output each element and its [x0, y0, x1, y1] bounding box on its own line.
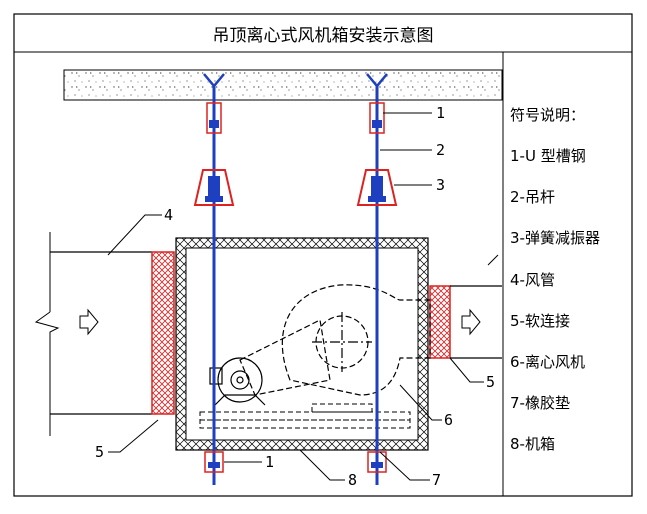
right-soft-connection	[429, 285, 451, 359]
ceiling-slab	[63, 69, 503, 101]
centrifugal-fan	[239, 284, 431, 396]
callout-5-left: 5	[95, 443, 104, 461]
u-channel-bottom-left	[204, 451, 224, 473]
airflow-arrow-left-icon	[79, 308, 99, 336]
legend-item-3: 3-弹簧减振器	[510, 229, 600, 247]
legend-item-7: 7-橡胶垫	[510, 394, 570, 412]
legend-item-8: 8-机箱	[510, 435, 555, 453]
diagram-title: 吊顶离心式风机箱安装示意图	[212, 25, 434, 46]
callout-5-right: 5	[486, 373, 495, 391]
callout-8: 8	[348, 471, 357, 489]
outer-border	[13, 13, 633, 497]
callout-1-bottom: 1	[265, 453, 274, 471]
u-channel-bottom-right	[367, 451, 387, 473]
spring-damper-left	[193, 169, 235, 206]
spring-damper-right	[356, 169, 398, 206]
legend-item-1: 1-U 型槽钢	[510, 147, 586, 165]
callout-7: 7	[432, 471, 441, 489]
motor	[209, 357, 266, 406]
legend-item-6: 6-离心风机	[510, 353, 585, 371]
left-soft-connection	[151, 251, 175, 415]
callout-6: 6	[444, 411, 453, 429]
airflow-arrow-right-icon	[461, 308, 481, 336]
u-channel-top-left	[206, 102, 222, 134]
callout-2: 2	[436, 141, 445, 159]
u-channel-top-right	[369, 102, 385, 134]
callout-1-top: 1	[436, 104, 445, 122]
fan-base	[199, 403, 411, 429]
callout-4: 4	[164, 206, 173, 224]
left-duct	[34, 232, 152, 436]
right-duct	[450, 285, 502, 359]
legend-item-2: 2-吊杆	[510, 188, 555, 206]
legend-heading: 符号说明：	[510, 106, 586, 124]
right-hanger	[356, 73, 398, 485]
cabinet	[175, 237, 429, 451]
left-hanger	[193, 73, 235, 485]
callout-3: 3	[436, 176, 445, 194]
leader-lines	[107, 112, 499, 481]
legend-item-4: 4-风管	[510, 271, 555, 289]
legend-item-5: 5-软连接	[510, 312, 570, 330]
